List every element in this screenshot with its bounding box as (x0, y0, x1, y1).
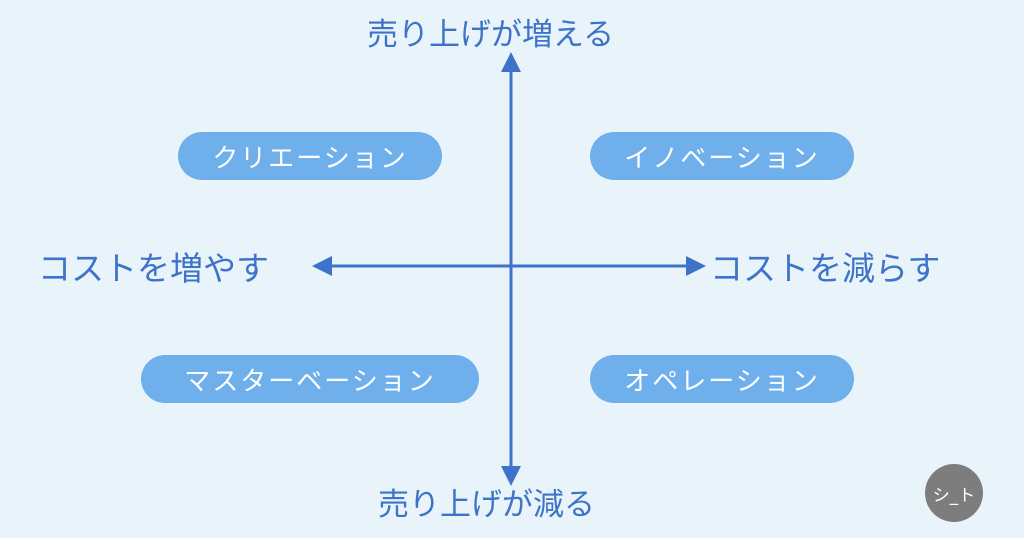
quadrant-creation: クリエーション (178, 132, 442, 180)
axis-label-cost-down: コストを減らす (710, 249, 941, 288)
axis-label-cost-up: コストを増やす (38, 249, 269, 288)
quadrant-innovation: イノベーション (590, 132, 854, 180)
axis-label-sales-up: 売り上げが増える (367, 17, 615, 53)
arrow-right-icon (686, 256, 706, 276)
quadrant-masturbation: マスターベーション (141, 355, 479, 403)
quadrant-operation: オペレーション (590, 355, 854, 403)
arrow-down-icon (501, 466, 521, 486)
logo-badge: シ_ト (925, 464, 983, 522)
axis-label-sales-down: 売り上げが減る (378, 487, 595, 523)
arrow-left-icon (312, 256, 332, 276)
arrow-up-icon (501, 52, 521, 72)
